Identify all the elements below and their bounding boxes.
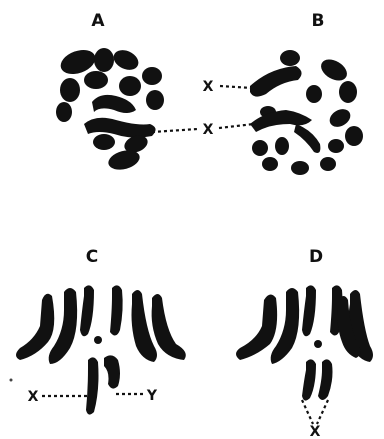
- chromosome: [92, 95, 136, 113]
- chromosome: [320, 157, 336, 171]
- chromosome-y: [104, 355, 120, 388]
- chromosome-x: [250, 66, 302, 97]
- chromosome: [16, 294, 54, 360]
- chromosome: [339, 81, 357, 103]
- chromosome: [262, 157, 278, 171]
- chromosome: [84, 118, 156, 138]
- panel-b-label: B: [312, 11, 325, 31]
- chromosome: [280, 50, 300, 66]
- panel-c-chromosome-spindle: [16, 285, 186, 414]
- chromosome: [291, 161, 309, 175]
- chromosome: [302, 285, 316, 336]
- chromosome: [318, 359, 333, 400]
- chromosome: [60, 78, 80, 102]
- chromosome: [84, 71, 108, 89]
- x-pointer-line-upper: [220, 86, 252, 88]
- chromosome: [119, 76, 141, 96]
- x-marker-c: X: [28, 389, 39, 405]
- panel-d-chromosome-spindle: [236, 285, 373, 400]
- panel-a-label: A: [91, 11, 105, 31]
- centrosome-dot: [94, 336, 102, 344]
- chromosome: [252, 140, 268, 156]
- chromosome: [345, 126, 363, 146]
- panel-b-chromosome-cluster: [250, 50, 363, 175]
- chromosome: [275, 137, 289, 155]
- centrosome-dot: [314, 340, 322, 348]
- chromosome: [110, 285, 123, 335]
- x-marker-lower: X: [203, 122, 214, 138]
- x-marker-upper: X: [203, 79, 214, 95]
- chromosome-x: [86, 357, 99, 414]
- chromosome: [80, 285, 94, 336]
- chromosome: [56, 102, 72, 122]
- chromosome: [152, 294, 186, 360]
- x-pointer-line-d-right: [317, 400, 328, 424]
- chromosome: [328, 139, 344, 153]
- panel-c-label: C: [86, 247, 98, 267]
- chromosome: [326, 106, 353, 131]
- chromosome: [142, 67, 162, 85]
- chromosome: [317, 55, 350, 85]
- x-pointer-line-lower-left: [152, 129, 198, 132]
- panel-d-label: D: [309, 247, 323, 267]
- panel-a-chromosome-cluster: [56, 46, 164, 173]
- x-marker-d: X: [310, 424, 321, 439]
- stray-dot: [10, 379, 13, 382]
- chromosome: [302, 359, 316, 400]
- chromosome: [93, 134, 115, 150]
- x-pointer-line-lower-right: [219, 124, 254, 128]
- x-pointer-line-d-left: [302, 400, 313, 424]
- chromosome: [294, 124, 320, 153]
- chromosome: [94, 48, 114, 72]
- chromosome: [306, 85, 322, 103]
- chromosome: [236, 294, 277, 360]
- chromosome: [146, 90, 164, 110]
- chromosome: [110, 46, 141, 73]
- y-marker-c: Y: [146, 388, 158, 404]
